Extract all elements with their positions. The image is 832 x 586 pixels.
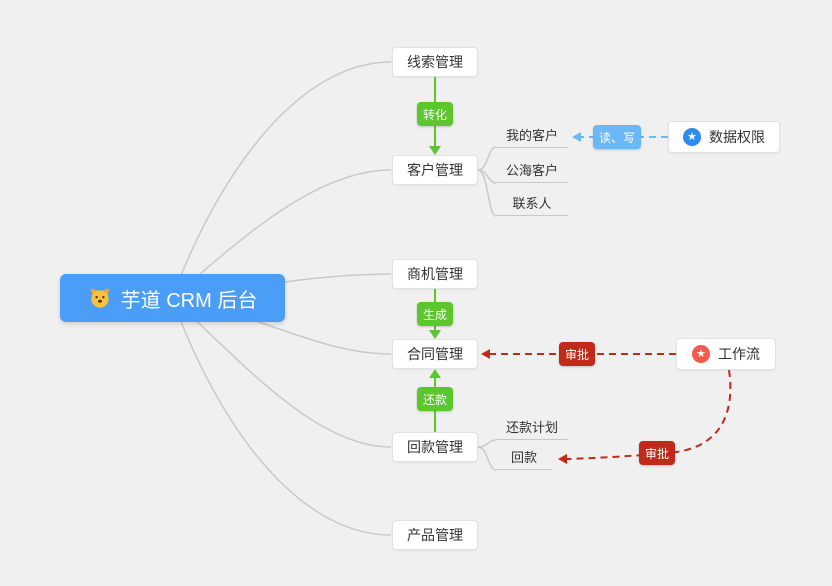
node-contracts[interactable]: 合同管理: [392, 339, 478, 369]
node-products-label: 产品管理: [407, 527, 463, 543]
node-payment-plan-label: 还款计划: [505, 420, 558, 435]
edge-label-approve-contract[interactable]: 审批: [559, 342, 596, 366]
edge-approve-contract-arrowhead: [481, 349, 490, 359]
node-payments-label: 回款管理: [407, 439, 463, 455]
connector-line: [477, 146, 497, 171]
edge-read-write-arrowhead: [572, 132, 581, 142]
edge-label-read-write[interactable]: 读、写: [593, 125, 642, 149]
node-contracts-label: 合同管理: [407, 346, 463, 362]
root-label: 芋道 CRM 后台: [120, 289, 258, 312]
node-receivable[interactable]: 回款: [496, 447, 552, 470]
edge-repay-arrowhead: [429, 369, 441, 378]
node-my-customers[interactable]: 我的客户: [496, 125, 568, 148]
connector-line: [171, 297, 392, 448]
node-public-customers[interactable]: 公海客户: [496, 160, 568, 183]
node-leads[interactable]: 线索管理: [392, 47, 478, 77]
connector-line: [171, 61, 392, 299]
edge-generate-arrowhead: [429, 330, 441, 339]
node-workflow[interactable]: ★ 工作流: [676, 338, 776, 370]
node-root[interactable]: 芋道 CRM 后台: [60, 274, 285, 322]
edge-approve-receivable-arrowhead: [558, 454, 567, 464]
edge-label-convert[interactable]: 转化: [417, 102, 454, 126]
node-customers-label: 客户管理: [407, 162, 463, 178]
node-leads-label: 线索管理: [407, 54, 463, 70]
node-opportunities-label: 商机管理: [407, 266, 463, 282]
node-workflow-label: 工作流: [718, 346, 760, 362]
node-data-permission[interactable]: ★ 数据权限: [668, 121, 780, 153]
connector-line: [477, 439, 497, 448]
edge-convert-arrowhead: [429, 146, 441, 155]
node-payment-plan[interactable]: 还款计划: [496, 417, 568, 440]
node-payments[interactable]: 回款管理: [392, 432, 478, 462]
star-red-icon: ★: [692, 345, 710, 363]
connector-line: [171, 297, 392, 536]
edge-label-generate[interactable]: 生成: [417, 302, 454, 326]
connector-line: [477, 169, 497, 217]
node-data-permission-label: 数据权限: [709, 129, 765, 145]
star-blue-icon: ★: [683, 128, 701, 146]
node-public-customers-label: 公海客户: [505, 163, 558, 178]
node-customers[interactable]: 客户管理: [392, 155, 478, 185]
node-my-customers-label: 我的客户: [505, 128, 558, 143]
edge-label-repay[interactable]: 还款: [417, 387, 454, 411]
node-products[interactable]: 产品管理: [392, 520, 478, 550]
dog-face-icon: [90, 288, 110, 308]
edge-label-approve-receivable[interactable]: 审批: [639, 441, 676, 465]
node-contacts[interactable]: 联系人: [496, 193, 568, 216]
connector-line: [477, 446, 497, 471]
node-contacts-label: 联系人: [512, 196, 552, 211]
node-opportunities[interactable]: 商机管理: [392, 259, 478, 289]
node-receivable-label: 回款: [510, 450, 537, 465]
